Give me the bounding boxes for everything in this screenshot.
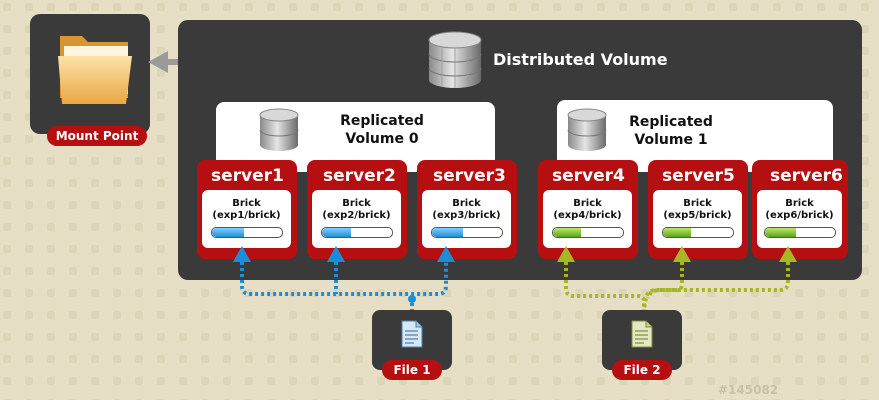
brick: Brick (exp3/brick): [422, 190, 511, 248]
brick: Brick (exp6/brick): [757, 190, 842, 248]
server-name: server4: [552, 166, 625, 186]
server-name: server2: [323, 166, 396, 186]
brick-usage-bar: [320, 227, 393, 238]
distributed-volume-title: Distributed Volume: [493, 50, 668, 69]
brick-title: Brick: [573, 198, 602, 209]
figure-id: #145082: [718, 383, 779, 397]
brick-title: Brick: [683, 198, 712, 209]
brick-usage-bar: [430, 227, 503, 238]
document-icon: [631, 320, 653, 348]
brick-path: (exp3/brick): [432, 210, 501, 221]
server-name: server3: [433, 166, 506, 186]
database-icon: [428, 31, 482, 88]
brick-title: Brick: [232, 198, 261, 209]
brick-usage-bar: [551, 227, 624, 238]
brick: Brick (exp1/brick): [202, 190, 291, 248]
server-6: server6 Brick (exp6/brick): [752, 160, 848, 259]
database-icon: [259, 108, 299, 151]
brick-title: Brick: [785, 198, 814, 209]
replicated-volume-0-label: Replicated Volume 0: [340, 113, 424, 147]
file-2-label: File 2: [612, 360, 672, 380]
server-2: server2 Brick (exp2/brick): [307, 160, 407, 259]
brick-path: (exp2/brick): [322, 210, 391, 221]
brick-usage-bar: [210, 227, 283, 238]
brick-usage-bar: [661, 227, 734, 238]
brick: Brick (exp2/brick): [312, 190, 401, 248]
server-1: server1 Brick (exp1/brick): [197, 160, 297, 259]
file-1-label: File 1: [382, 360, 442, 380]
brick: Brick (exp5/brick): [653, 190, 742, 248]
server-name: server5: [662, 166, 735, 186]
server-4: server4 Brick (exp4/brick): [538, 160, 638, 259]
brick-path: (exp6/brick): [765, 210, 834, 221]
brick-path: (exp1/brick): [212, 210, 281, 221]
mount-point-label: Mount Point: [47, 126, 147, 146]
server-name: server1: [211, 166, 284, 186]
server-3: server3 Brick (exp3/brick): [417, 160, 517, 259]
brick-title: Brick: [452, 198, 481, 209]
brick-usage-bar: [763, 227, 836, 238]
brick-title: Brick: [342, 198, 371, 209]
replicated-volume-1-label: Replicated Volume 1: [629, 114, 713, 148]
database-icon: [567, 108, 607, 151]
folder-icon: [58, 36, 132, 104]
brick: Brick (exp4/brick): [543, 190, 632, 248]
server-name: server6: [770, 166, 843, 186]
server-5: server5 Brick (exp5/brick): [648, 160, 748, 259]
brick-path: (exp4/brick): [553, 210, 622, 221]
document-icon: [401, 320, 423, 348]
brick-path: (exp5/brick): [663, 210, 732, 221]
